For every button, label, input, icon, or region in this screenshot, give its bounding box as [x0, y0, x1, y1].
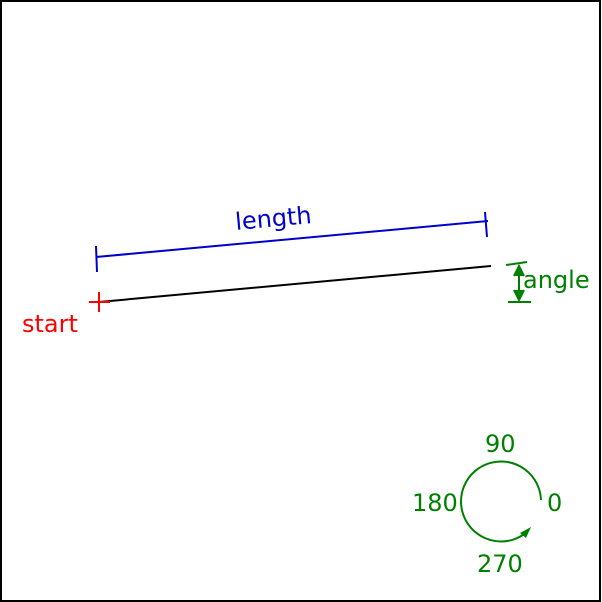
compass-label-0: 0 [547, 489, 562, 517]
rotation-compass: 90 180 0 270 [412, 430, 562, 578]
angle-dimension [505, 261, 531, 303]
start-label: start [22, 310, 78, 338]
length-label: length [234, 201, 313, 236]
length-dimension [95, 211, 489, 273]
compass-label-180: 180 [412, 489, 458, 517]
rotation-arc-icon [460, 460, 542, 543]
line-segment [98, 265, 492, 303]
arrowhead-icon [520, 527, 531, 538]
compass-label-270: 270 [477, 550, 523, 578]
compass-label-90: 90 [485, 430, 516, 458]
start-marker [89, 292, 110, 312]
angle-label: angle [523, 266, 590, 294]
